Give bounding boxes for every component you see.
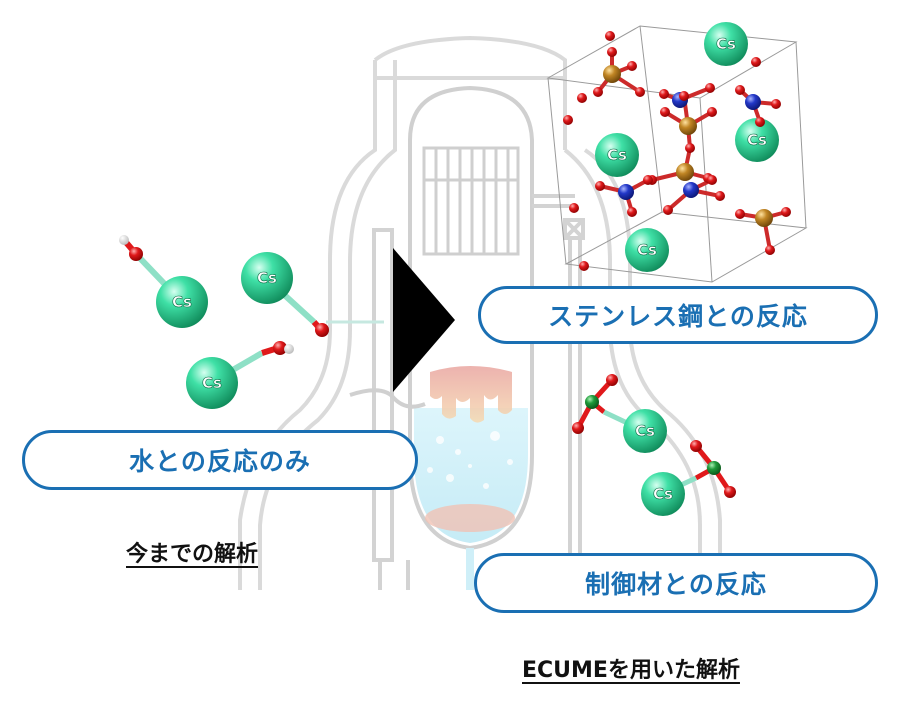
csoh-molecule-3: [186, 341, 294, 409]
crystal-structure: [546, 22, 808, 283]
cesium-atom: [156, 276, 208, 328]
cesium-atom: [704, 22, 748, 66]
stainless-steel-reaction-label: ステンレス鋼との反応: [478, 286, 878, 344]
cesium-atom: [623, 409, 667, 453]
boron-atom: [707, 461, 721, 475]
ecume-analysis-caption: ECUMEを用いた解析: [522, 658, 740, 683]
iron-atoms: [603, 65, 773, 227]
csbo2-molecule-1: [572, 374, 667, 453]
csoh-molecule-2: [241, 252, 329, 337]
cs-label: Cs: [637, 241, 657, 259]
boron-atom: [585, 395, 599, 409]
cesium-atom: [241, 252, 293, 304]
cs-label: Cs: [653, 485, 673, 503]
csoh-molecule-1: [119, 235, 208, 328]
wavy-pipe: [349, 388, 426, 409]
fuel-assembly: [422, 146, 520, 256]
hydrogen-atom: [119, 235, 129, 245]
cs-label: Cs: [635, 422, 655, 440]
previous-analysis-caption: 今までの解析: [126, 542, 259, 567]
cs-label: Cs: [747, 131, 767, 149]
cs-label: Cs: [202, 374, 222, 392]
oxygen-atom: [315, 323, 329, 337]
cs-label: Cs: [716, 35, 736, 53]
cesium-atom: [186, 357, 238, 409]
cesium-atom: [641, 472, 685, 516]
oxygen-atom: [129, 247, 143, 261]
water-reaction-label: 水との反応のみ: [22, 430, 418, 490]
csbo2-molecule-2: [641, 440, 736, 516]
chromium-atoms: [618, 92, 761, 200]
cs-label: Cs: [607, 146, 627, 164]
cesium-atom: [625, 228, 669, 272]
cesium-atom: [595, 133, 639, 177]
cs-label: Cs: [257, 269, 277, 287]
cs-label: Cs: [172, 293, 192, 311]
transition-arrow: [393, 248, 455, 392]
hydrogen-atom: [284, 344, 294, 354]
cesium-atom: [735, 118, 779, 162]
oxygen-atoms: [563, 31, 791, 271]
oxygen-atom: [273, 341, 287, 355]
control-material-reaction-label: 制御材との反応: [474, 553, 878, 613]
inner-vessel: [408, 85, 534, 590]
